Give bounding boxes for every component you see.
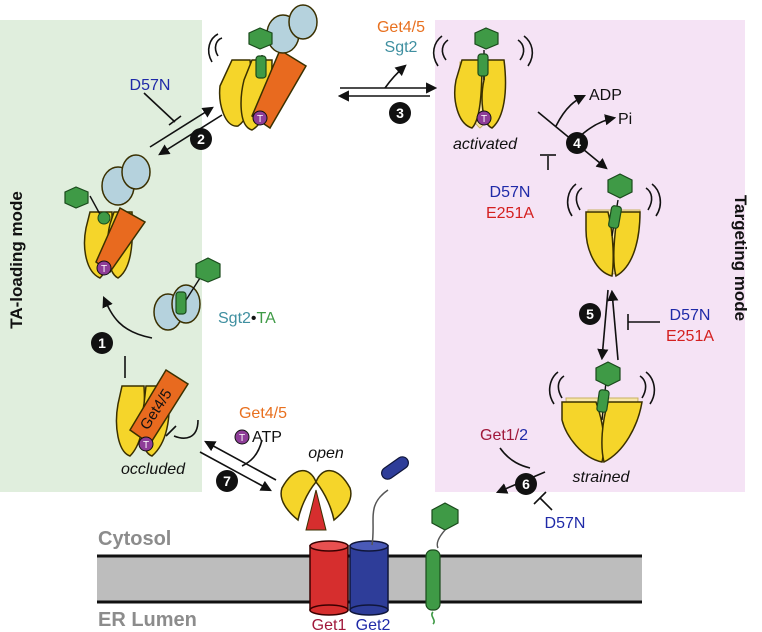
t-badge-label: T — [143, 440, 149, 451]
sgt2-ta-complex — [153, 257, 221, 331]
open-label: open — [308, 445, 344, 462]
get1-label: Get1 — [312, 617, 347, 632]
step-badges: 1 2 3 4 5 6 7 — [91, 102, 601, 495]
sgt2-ta-ta: TA — [257, 310, 277, 327]
get2-label: Get2 — [356, 617, 391, 632]
t-badge-label: T — [257, 114, 263, 125]
er-lumen-label: ER Lumen — [98, 609, 197, 631]
step-4-label: 4 — [573, 135, 581, 151]
e251a-step4-label: E251A — [486, 205, 534, 222]
activated-get3-complex: T — [432, 27, 534, 129]
t-badge-atp — [234, 429, 250, 445]
cytosol-label: Cytosol — [98, 528, 171, 550]
d57n-step5-label: D57N — [670, 307, 711, 324]
step-5-label: 5 — [586, 306, 594, 322]
e251a-step5-label: E251A — [666, 328, 714, 345]
get12-get2: 2 — [519, 427, 528, 444]
t-badge-label: T — [481, 114, 487, 125]
occluded-label: occluded — [121, 461, 186, 478]
targeting-mode-title: Targeting mode — [731, 195, 750, 321]
get45-step3-label: Get4/5 — [377, 19, 425, 36]
strained-get3-complex — [548, 361, 656, 464]
step-6-label: 6 — [522, 476, 530, 492]
get45-step7-label: Get4/5 — [239, 405, 287, 422]
loaded-get3-complex: T — [64, 154, 151, 279]
sgt2-ta-sgt2: Sgt2 — [218, 310, 251, 327]
pi-label: Pi — [618, 111, 632, 128]
d57n-step4-label: D57N — [490, 184, 531, 201]
get12-get1: Get1/ — [480, 427, 520, 444]
ta-loading-mode-title: TA-loading mode — [7, 191, 26, 329]
t-badge-label: T — [239, 433, 245, 444]
get2-receptor — [349, 456, 409, 616]
get12-label: Get1/2 — [480, 427, 528, 444]
t-badge-label: T — [101, 264, 107, 275]
open-get3-on-receptor — [280, 470, 352, 531]
sgt2-ta-dot: • — [251, 310, 257, 327]
occluded-get3-get45-complex: Get4/5 T — [115, 368, 190, 457]
get1-receptor — [309, 540, 349, 616]
d57n-step2-label: D57N — [130, 77, 171, 94]
get3-get45-sgt2-complex: T — [207, 4, 318, 131]
step-2-label: 2 — [197, 131, 205, 147]
adp-label: ADP — [589, 87, 622, 104]
inhibition-bars — [143, 92, 660, 511]
step-7-label: 7 — [223, 473, 231, 489]
atp-label: ATP — [252, 429, 282, 446]
pretargeting-get3-complex — [566, 173, 662, 278]
step-3-label: 3 — [396, 105, 404, 121]
sgt2-ta-label: Sgt2•TA — [218, 310, 276, 327]
strained-label: strained — [573, 469, 631, 486]
inserted-ta-protein — [425, 502, 459, 625]
step-1-label: 1 — [98, 335, 106, 351]
activated-label: activated — [453, 136, 518, 153]
d57n-step6-label: D57N — [545, 515, 586, 532]
sgt2-step3-label: Sgt2 — [385, 39, 418, 56]
